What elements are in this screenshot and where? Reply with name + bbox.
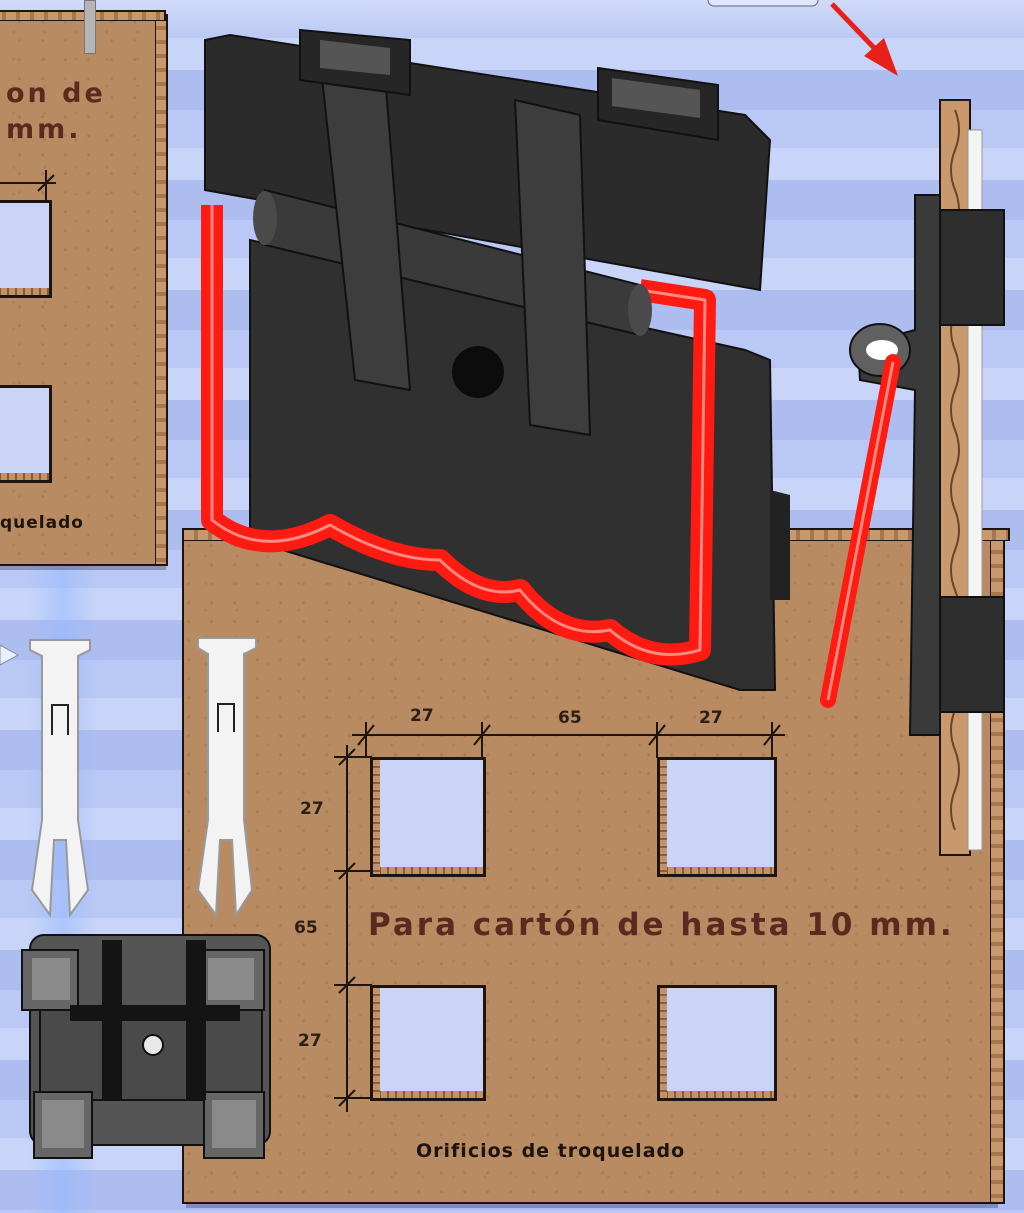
small-arrow-icon xyxy=(0,644,20,666)
dim-side-bottom: 27 xyxy=(298,1031,322,1051)
die-cut-hole-4 xyxy=(657,985,777,1101)
dim-top-left: 27 xyxy=(410,706,434,726)
left-pin-stub xyxy=(84,0,96,54)
die-cut-hole-2 xyxy=(657,757,777,877)
clip-pin-icon xyxy=(196,637,257,919)
left-hole-top xyxy=(0,200,52,298)
left-caption: quelado xyxy=(0,513,84,533)
left-heading-line2: mm. xyxy=(6,114,82,145)
dim-top-right: 27 xyxy=(699,708,723,728)
dim-side-top: 27 xyxy=(300,799,324,819)
handle-assembly xyxy=(201,28,790,691)
left-dimension-lines xyxy=(0,170,56,200)
handle-base-icon xyxy=(21,934,271,1159)
main-heading: Para cartón de hasta 10 mm. xyxy=(368,907,955,943)
die-cut-hole-1 xyxy=(370,757,486,877)
die-cut-hole-3 xyxy=(370,985,486,1101)
top-tag xyxy=(707,0,819,7)
red-arrow-icon xyxy=(830,2,898,76)
main-caption: Orificios de troquelado xyxy=(416,1140,686,1162)
dim-side-middle: 65 xyxy=(294,918,318,938)
left-hole-bottom xyxy=(0,385,52,483)
side-view-assembly xyxy=(820,99,1005,856)
main-board-face xyxy=(182,538,994,1204)
dim-top-middle: 65 xyxy=(558,708,582,728)
clip-pin-icon xyxy=(29,639,91,918)
left-board-top-edge xyxy=(0,10,166,21)
left-heading-line1: on de xyxy=(6,78,106,109)
dimension-lines xyxy=(334,722,785,1112)
